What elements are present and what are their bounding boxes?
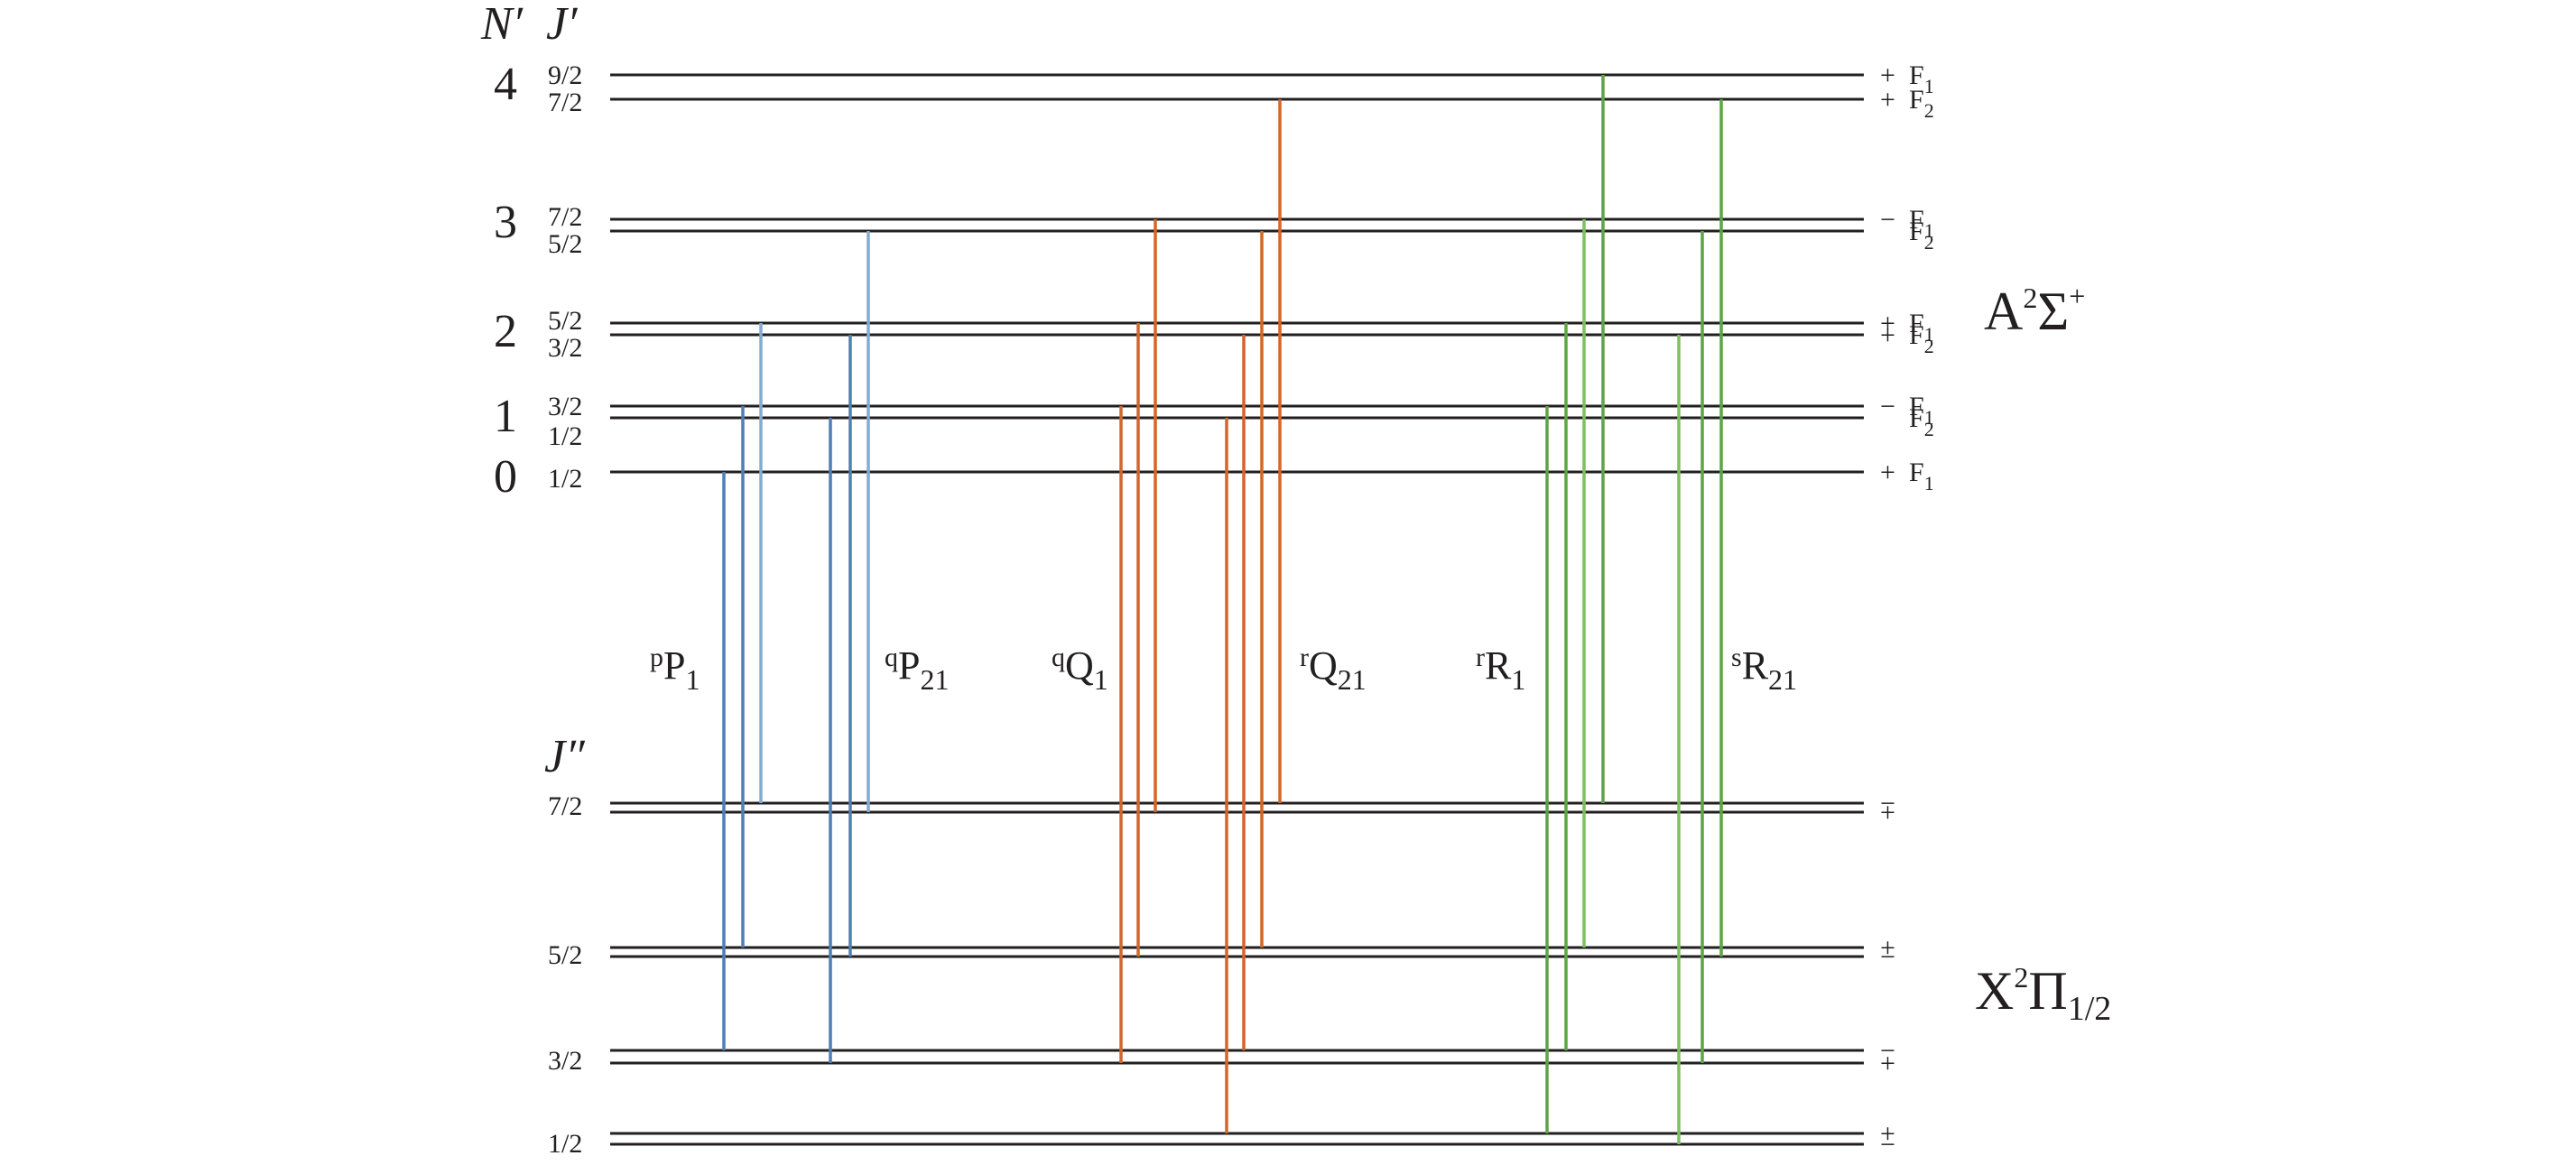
upper-f-label: F2 bbox=[1909, 217, 1934, 254]
n-label-2: 2 bbox=[494, 306, 517, 357]
f-label-main: F bbox=[1909, 309, 1924, 338]
upper-f-label: F2 bbox=[1909, 403, 1934, 440]
f-label-sub: 1 bbox=[1924, 323, 1934, 346]
lower-j-label: 5/2 bbox=[548, 940, 582, 970]
n-label-1: 1 bbox=[494, 391, 517, 442]
f-label-main: F bbox=[1909, 320, 1924, 350]
branch-label-rQ21: rQ21 bbox=[1300, 643, 1367, 696]
f-label-main: F bbox=[1909, 205, 1924, 235]
lower-levels: 7/2−+5/2+−3/2−+1/2+− bbox=[548, 789, 1895, 1160]
f-label-main: F bbox=[1909, 458, 1924, 487]
upper-j-label: 7/2 bbox=[548, 88, 582, 117]
f-label-sub: 2 bbox=[1924, 418, 1934, 440]
upper-j-label: 3/2 bbox=[548, 333, 582, 363]
lower-j-label: 7/2 bbox=[548, 791, 582, 821]
lower-parity-label: + bbox=[1880, 798, 1895, 828]
f-label-sub: 2 bbox=[1924, 231, 1934, 254]
f-label-sub: 1 bbox=[1924, 406, 1934, 429]
upper-j-label: 7/2 bbox=[548, 202, 582, 232]
f-label-sub: 2 bbox=[1924, 99, 1934, 122]
branch-label-pP1: pP1 bbox=[650, 643, 700, 696]
lower-parity-label: + bbox=[1880, 1119, 1895, 1149]
n-label-0: 0 bbox=[494, 451, 517, 503]
upper-f-label: F1 bbox=[1909, 392, 1934, 429]
upper-j-label: 9/2 bbox=[548, 60, 582, 90]
j-prime-header: J′ bbox=[546, 0, 579, 50]
upper-parity-label: + bbox=[1880, 320, 1895, 350]
upper-parity-label: − bbox=[1880, 392, 1895, 421]
j-double-prime-header: J″ bbox=[544, 731, 586, 782]
branch-label-qQ1: qQ1 bbox=[1052, 643, 1108, 696]
branch-label-sR21: sR21 bbox=[1731, 643, 1797, 696]
upper-j-label: 5/2 bbox=[548, 229, 582, 259]
transition-lines bbox=[722, 75, 1723, 1144]
upper-j-label: 1/2 bbox=[548, 464, 582, 494]
lower-parity-label: − bbox=[1880, 1036, 1895, 1066]
f-label-sub: 1 bbox=[1924, 219, 1934, 242]
f-label-sub: 1 bbox=[1924, 472, 1934, 495]
upper-state-label: A2Σ+ bbox=[1984, 280, 2085, 341]
upper-f-label: F1 bbox=[1909, 205, 1934, 242]
f-label-main: F bbox=[1909, 217, 1924, 246]
n-label-3: 3 bbox=[494, 197, 517, 248]
f-label-sub: 1 bbox=[1924, 75, 1934, 97]
upper-f-label: F2 bbox=[1909, 85, 1934, 122]
upper-parity-label: + bbox=[1880, 60, 1895, 90]
branch-label-rR1: rR1 bbox=[1476, 643, 1525, 696]
upper-f-label: F1 bbox=[1909, 60, 1934, 97]
branch-label-qP21: qP21 bbox=[885, 643, 949, 696]
f-label-sub: 2 bbox=[1924, 335, 1934, 357]
f-label-main: F bbox=[1909, 85, 1924, 115]
n-label-4: 4 bbox=[494, 59, 517, 110]
f-label-main: F bbox=[1909, 403, 1924, 433]
upper-parity-label: + bbox=[1880, 309, 1895, 338]
upper-j-label: 1/2 bbox=[548, 421, 582, 451]
upper-j-label: 5/2 bbox=[548, 306, 582, 336]
lower-state-label: X2Π1/2 bbox=[1975, 961, 2111, 1028]
lower-parity-label: + bbox=[1880, 933, 1895, 963]
lower-parity-label: − bbox=[1880, 1130, 1895, 1160]
upper-parity-label: + bbox=[1880, 85, 1895, 115]
n-prime-header: N′ bbox=[480, 0, 524, 50]
lower-j-label: 3/2 bbox=[548, 1046, 582, 1076]
upper-f-label: F1 bbox=[1909, 309, 1934, 346]
f-label-main: F bbox=[1909, 392, 1924, 421]
lower-parity-label: − bbox=[1880, 942, 1895, 972]
upper-f-label: F2 bbox=[1909, 320, 1934, 357]
lower-j-label: 1/2 bbox=[548, 1129, 582, 1159]
upper-j-label: 3/2 bbox=[548, 392, 582, 421]
lower-parity-label: + bbox=[1880, 1049, 1895, 1078]
f-label-main: F bbox=[1909, 60, 1924, 90]
upper-f-label: F1 bbox=[1909, 458, 1934, 495]
upper-parity-label: − bbox=[1880, 205, 1895, 235]
lower-parity-label: − bbox=[1880, 789, 1895, 818]
upper-parity-label: + bbox=[1880, 458, 1895, 487]
